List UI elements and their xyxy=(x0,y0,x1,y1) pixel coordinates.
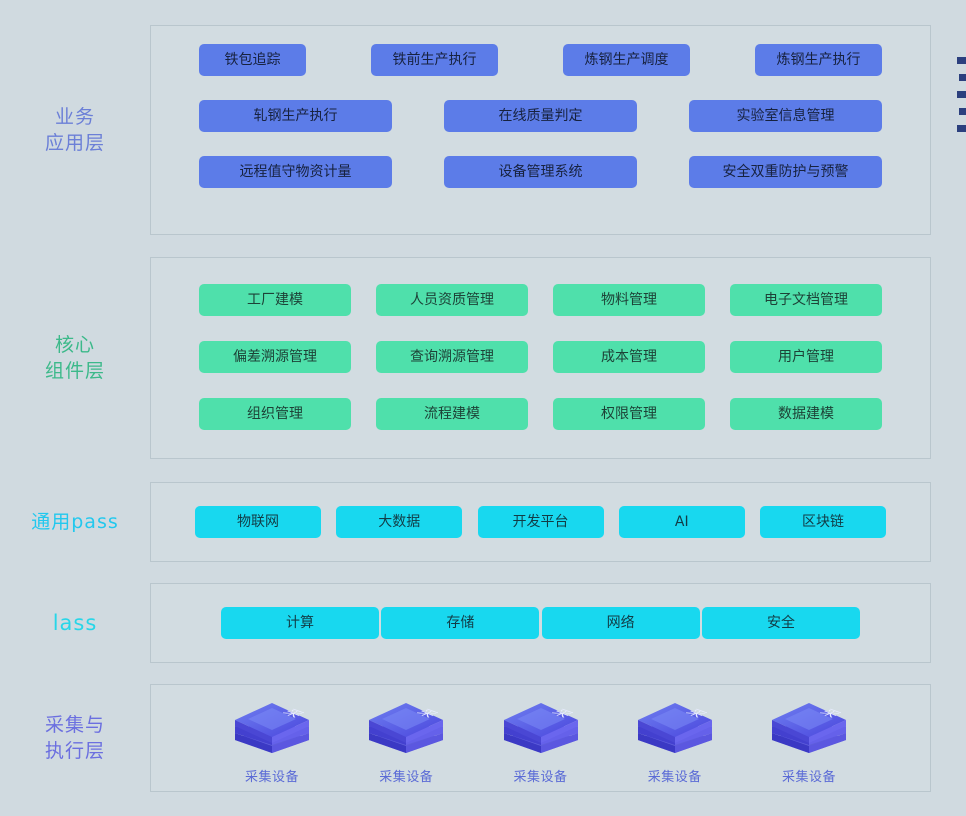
device-collection-3[interactable]: 采采集设备 xyxy=(486,699,596,785)
core-deviation-tracing[interactable]: 偏差溯源管理 xyxy=(199,341,351,373)
layer-label-core: 核心 组件层 xyxy=(44,334,105,382)
layer-label-paas: 通用pass xyxy=(31,511,119,533)
app-remote-material-metering[interactable]: 远程值守物资计量 xyxy=(199,156,392,188)
edge-marker-5 xyxy=(957,125,966,132)
collection-device-icon: 采 xyxy=(235,703,309,753)
core-row-3: 组织管理 流程建模 权限管理 数据建模 xyxy=(177,398,904,430)
panel-business-application: 铁包追踪 铁前生产执行 炼钢生产调度 炼钢生产执行 轧钢生产执行 在线质量判定 … xyxy=(150,25,931,235)
app-lab-information-management[interactable]: 实验室信息管理 xyxy=(689,100,882,132)
app-steelmaking-execution[interactable]: 炼钢生产执行 xyxy=(755,44,882,76)
core-permission-management[interactable]: 权限管理 xyxy=(553,398,705,430)
core-cost-management[interactable]: 成本管理 xyxy=(553,341,705,373)
edge-marker-group xyxy=(957,57,966,132)
core-row-1: 工厂建模 人员资质管理 物料管理 电子文档管理 xyxy=(177,284,904,316)
app-safety-dual-prevention-warning[interactable]: 安全双重防护与预警 xyxy=(689,156,882,188)
device-row: 采采集设备采采集设备采采集设备采采集设备采采集设备 xyxy=(177,699,904,785)
core-factory-modeling[interactable]: 工厂建模 xyxy=(199,284,351,316)
device-label: 采集设备 xyxy=(379,770,434,785)
paas-blockchain[interactable]: 区块链 xyxy=(760,506,886,538)
app-rolling-execution[interactable]: 轧钢生产执行 xyxy=(199,100,392,132)
layer-business-application: 业务 应用层 铁包追踪 铁前生产执行 炼钢生产调度 炼钢生产执行 轧钢生产执行 … xyxy=(0,25,966,235)
edge-marker-1 xyxy=(957,57,966,64)
layer-core-component: 核心 组件层 工厂建模 人员资质管理 物料管理 电子文档管理 偏差溯源管理 查询… xyxy=(0,257,966,459)
core-row-2: 偏差溯源管理 查询溯源管理 成本管理 用户管理 xyxy=(177,341,904,373)
svg-text:采: 采 xyxy=(547,708,575,720)
device-label: 采集设备 xyxy=(244,770,299,785)
layer-label-business: 业务 应用层 xyxy=(44,106,105,154)
business-row-3: 远程值守物资计量 设备管理系统 安全双重防护与预警 xyxy=(177,156,904,188)
collection-device-icon: 采 xyxy=(369,703,444,753)
app-online-quality-judgement[interactable]: 在线质量判定 xyxy=(444,100,637,132)
core-data-modeling[interactable]: 数据建模 xyxy=(730,398,882,430)
paas-iot[interactable]: 物联网 xyxy=(195,506,321,538)
app-equipment-management-system[interactable]: 设备管理系统 xyxy=(444,156,637,188)
core-edoc-management[interactable]: 电子文档管理 xyxy=(730,284,882,316)
collection-device-icon: 采 xyxy=(637,703,712,753)
core-organization-management[interactable]: 组织管理 xyxy=(199,398,351,430)
svg-text:采: 采 xyxy=(279,708,307,720)
edge-marker-4 xyxy=(959,108,966,115)
panel-core-component: 工厂建模 人员资质管理 物料管理 电子文档管理 偏差溯源管理 查询溯源管理 成本… xyxy=(150,257,931,459)
device-label: 采集设备 xyxy=(781,770,836,785)
paas-ai[interactable]: AI xyxy=(618,506,745,538)
device-label: 采集设备 xyxy=(647,770,702,785)
collection-device-icon: 采 xyxy=(772,703,846,753)
app-iron-ladle-tracking[interactable]: 铁包追踪 xyxy=(199,44,306,76)
iaas-security[interactable]: 安全 xyxy=(701,607,860,639)
iaas-network[interactable]: 网络 xyxy=(541,607,700,639)
app-steelmaking-scheduling[interactable]: 炼钢生产调度 xyxy=(563,44,690,76)
edge-marker-2 xyxy=(959,74,966,81)
paas-row-1: 物联网 大数据 开发平台 AI 区块链 xyxy=(177,506,904,538)
core-user-management[interactable]: 用户管理 xyxy=(730,341,882,373)
device-collection-2[interactable]: 采采集设备 xyxy=(351,699,461,785)
collection-device-icon: 采 xyxy=(503,703,578,753)
svg-text:采: 采 xyxy=(816,708,844,720)
core-process-modeling[interactable]: 流程建模 xyxy=(376,398,528,430)
iaas-row-1: 计算 存储 网络 安全 xyxy=(177,607,904,639)
core-query-tracing[interactable]: 查询溯源管理 xyxy=(376,341,528,373)
layer-general-paas: 通用pass 物联网 大数据 开发平台 AI 区块链 xyxy=(0,482,966,562)
paas-dev-platform[interactable]: 开发平台 xyxy=(477,506,604,538)
device-collection-1[interactable]: 采采集设备 xyxy=(217,699,327,785)
device-label: 采集设备 xyxy=(513,770,568,785)
iaas-compute[interactable]: 计算 xyxy=(221,607,379,639)
iaas-storage[interactable]: 存储 xyxy=(381,607,540,639)
panel-general-paas: 物联网 大数据 开发平台 AI 区块链 xyxy=(150,482,931,562)
business-row-1: 铁包追踪 铁前生产执行 炼钢生产调度 炼钢生产执行 xyxy=(177,44,904,76)
panel-collection-execution: 采采集设备采采集设备采采集设备采采集设备采采集设备 xyxy=(150,684,931,792)
panel-iaas: 计算 存储 网络 安全 xyxy=(150,583,931,663)
layer-iaas: lass 计算 存储 网络 安全 xyxy=(0,583,966,663)
edge-marker-3 xyxy=(957,91,966,98)
business-row-2: 轧钢生产执行 在线质量判定 实验室信息管理 xyxy=(177,100,904,132)
layer-label-collection: 采集与 执行层 xyxy=(44,714,105,762)
paas-big-data[interactable]: 大数据 xyxy=(336,506,463,538)
app-ironmaking-execution[interactable]: 铁前生产执行 xyxy=(371,44,498,76)
svg-text:采: 采 xyxy=(413,708,441,720)
svg-text:采: 采 xyxy=(682,708,710,720)
core-personnel-qualification[interactable]: 人员资质管理 xyxy=(376,284,528,316)
device-collection-4[interactable]: 采采集设备 xyxy=(620,699,730,785)
layer-label-iaas: lass xyxy=(52,611,98,635)
core-material-management[interactable]: 物料管理 xyxy=(553,284,705,316)
layer-collection-execution: 采集与 执行层 采采集设备采采集设备采采集设备采采集设备采采集设备 xyxy=(0,684,966,792)
device-collection-5[interactable]: 采采集设备 xyxy=(754,699,864,785)
